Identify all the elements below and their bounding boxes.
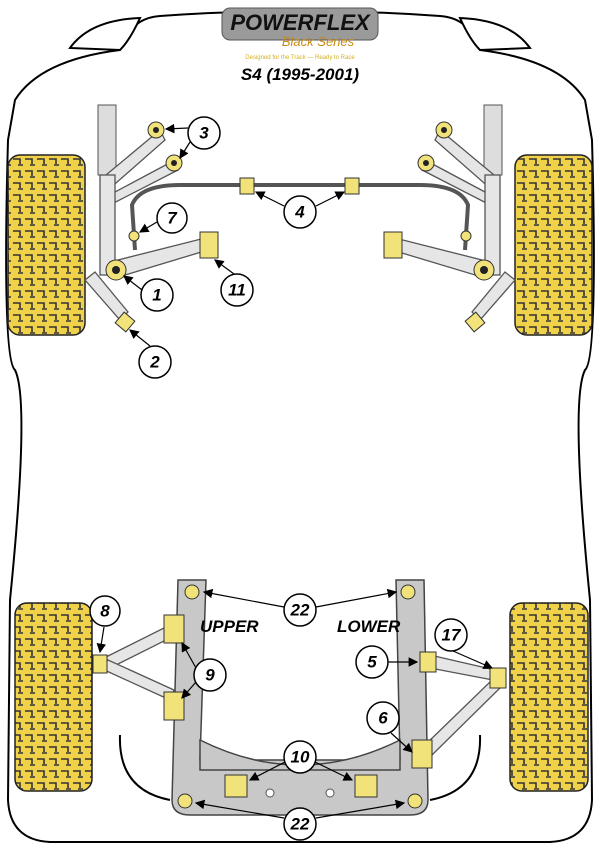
- right-headlight: [458, 16, 532, 52]
- callout-number: 1: [152, 286, 161, 305]
- callout-number: 3: [199, 124, 209, 143]
- callout-number: 17: [442, 626, 462, 645]
- powerflex-logo: POWERFLEX Black Series Designed for the …: [221, 7, 379, 61]
- callout-5: 5: [355, 645, 389, 679]
- logo-tagline: Designed for the Track — Ready to Race: [245, 55, 355, 61]
- callout-number: 6: [378, 709, 388, 728]
- tyre-rear-right: [509, 602, 589, 792]
- callout-number: 22: [290, 815, 310, 834]
- car-body-outline: [5, 10, 595, 843]
- callout-number: 7: [167, 209, 178, 228]
- callout-10: 10: [283, 740, 317, 774]
- callout-arrows: [96, 123, 494, 819]
- callout-number: 11: [228, 281, 246, 300]
- callout-number: 2: [149, 353, 160, 372]
- callout-2: 2: [138, 345, 172, 379]
- callout-number: 10: [291, 748, 310, 767]
- logo-brand: POWERFLEX: [230, 10, 371, 35]
- lower-label: LOWER: [337, 617, 401, 636]
- callout-number: 9: [205, 666, 215, 685]
- callout-4: 4: [283, 195, 317, 229]
- callout-22-bottom: 22: [283, 807, 317, 841]
- tyre-front-right: [514, 154, 593, 336]
- callout-22-top: 22: [283, 593, 317, 627]
- callout-number: 5: [367, 653, 377, 672]
- callout-number: 4: [294, 203, 305, 222]
- callout-8: 8: [89, 595, 121, 627]
- left-headlight: [68, 16, 142, 52]
- logo-series: Black Series: [282, 34, 355, 49]
- callout-1: 1: [140, 278, 174, 312]
- callout-17: 17: [434, 618, 468, 652]
- tyre-rear-left: [14, 602, 93, 792]
- callout-3: 3: [187, 116, 221, 150]
- callout-11: 11: [220, 273, 254, 307]
- front-suspension: [84, 104, 516, 333]
- callout-6: 6: [366, 701, 400, 735]
- callout-number: 8: [100, 602, 110, 621]
- callout-9: 9: [193, 658, 227, 692]
- tyre-front-left: [7, 154, 86, 336]
- callout-number: 22: [290, 601, 310, 620]
- callout-7: 7: [156, 202, 188, 234]
- model-title: S4 (1995-2001): [241, 65, 359, 84]
- upper-label: UPPER: [200, 617, 259, 636]
